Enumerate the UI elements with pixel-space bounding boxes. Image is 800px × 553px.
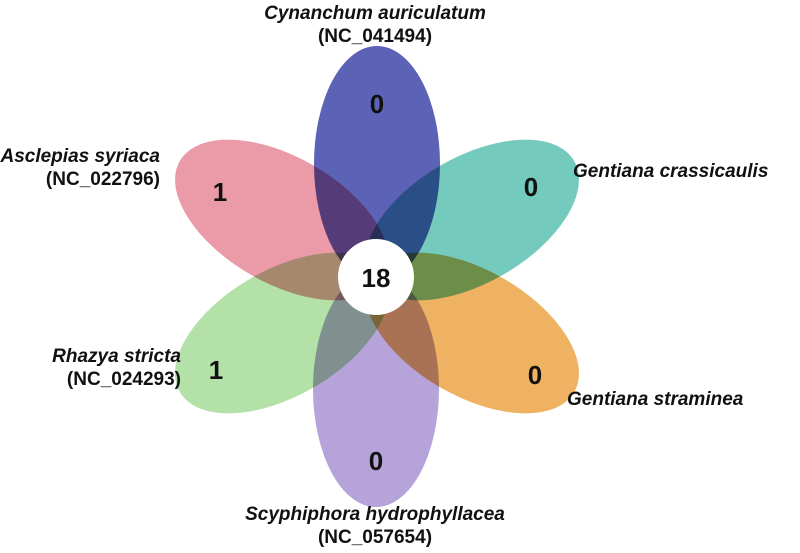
species-name: Scyphiphora hydrophyllacea — [245, 504, 505, 525]
label-cynanchum: Cynanchum auriculatum (NC_041494) — [230, 2, 520, 48]
petal-layer — [175, 46, 579, 507]
unique-count-asclepias: 1 — [213, 177, 227, 207]
species-name: Rhazya stricta — [52, 346, 181, 367]
label-gentiana-crassicaulis: Gentiana crassicaulis — [573, 160, 768, 183]
unique-count-scyphiphora: 0 — [369, 446, 383, 476]
unique-count-cynanchum: 0 — [370, 89, 384, 119]
accession-number: (NC_022796) — [45, 169, 160, 190]
accession-number: (NC_057654) — [317, 527, 433, 548]
label-scyphiphora: Scyphiphora hydrophyllacea (NC_057654) — [230, 503, 520, 549]
core-count: 18 — [362, 263, 391, 293]
label-gentiana-straminea: Gentiana straminea — [567, 388, 743, 411]
core-circle — [338, 239, 414, 315]
label-rhazya: Rhazya stricta (NC_024293) — [0, 345, 181, 391]
unique-count-gentiana-crassicaulis: 0 — [524, 172, 538, 202]
label-asclepias: Asclepias syriaca (NC_022796) — [0, 145, 160, 191]
species-name: Asclepias syriaca — [0, 146, 160, 167]
petal-gentiana-straminea — [365, 252, 579, 414]
unique-count-rhazya: 1 — [209, 355, 223, 385]
unique-count-gentiana-straminea: 0 — [528, 360, 542, 390]
accession-number: (NC_024293) — [66, 369, 181, 390]
species-name: Gentiana crassicaulis — [573, 161, 769, 182]
species-name: Gentiana straminea — [567, 389, 744, 410]
accession-number: (NC_041494) — [317, 26, 433, 47]
petal-asclepias — [175, 139, 389, 301]
species-name: Cynanchum auriculatum — [264, 3, 486, 24]
